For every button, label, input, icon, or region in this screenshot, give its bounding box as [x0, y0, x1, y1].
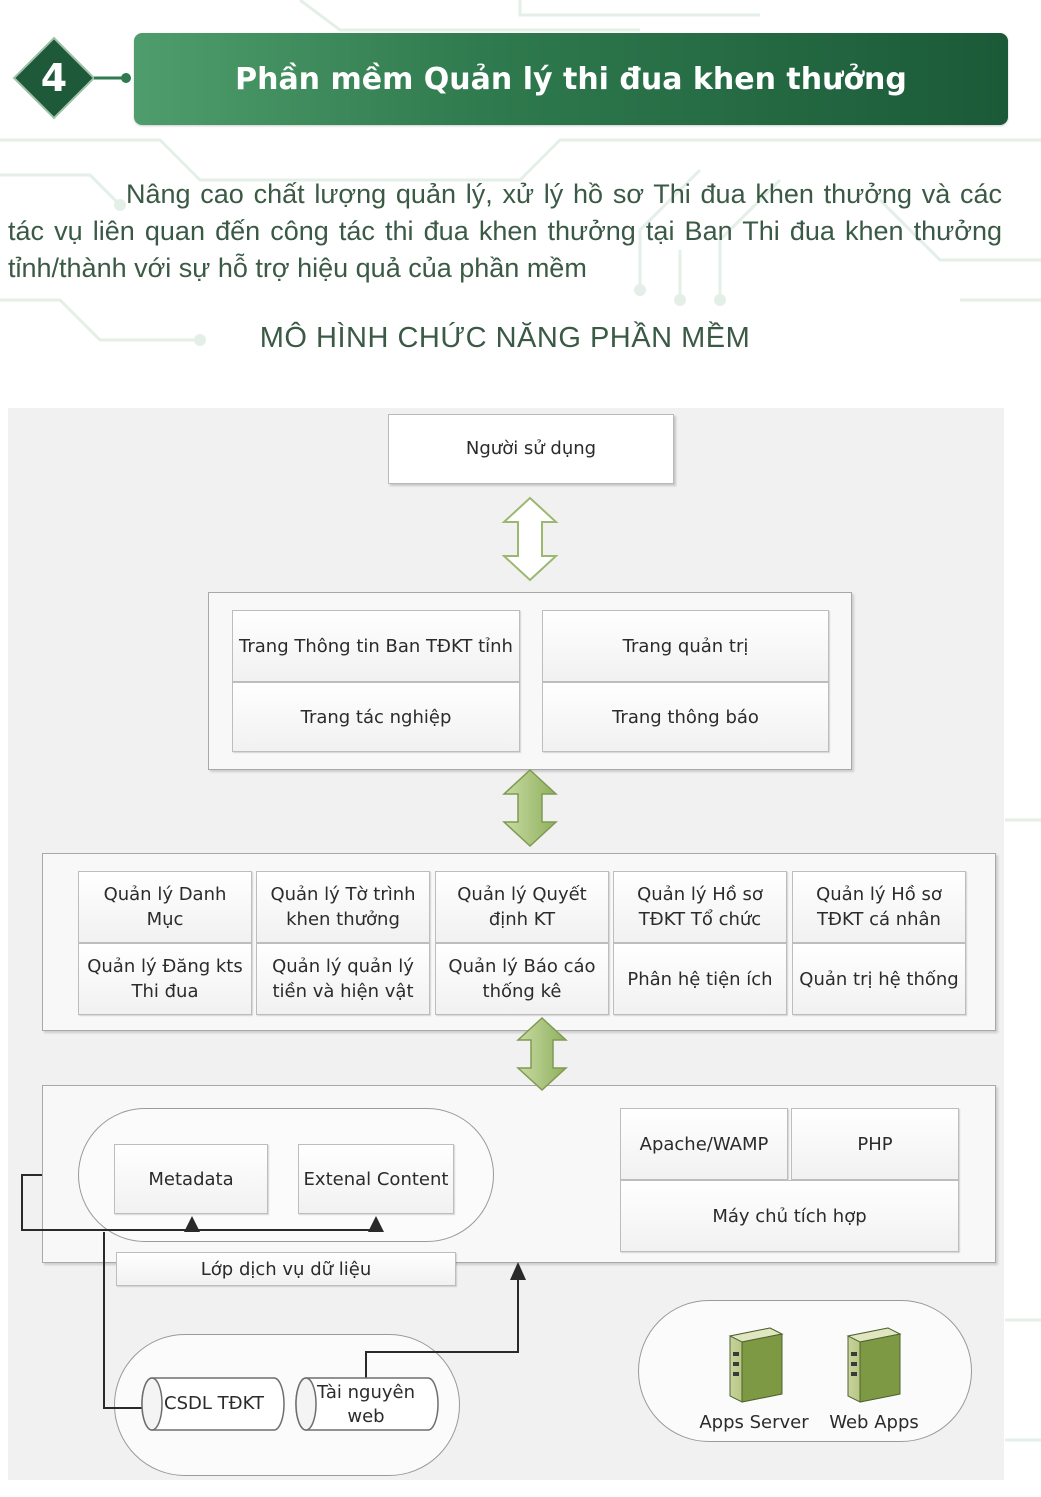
- module-cell: Quản lý quản lý tiền và hiện vật: [256, 943, 430, 1015]
- intro-paragraph: Nâng cao chất lượng quản lý, xử lý hồ sơ…: [8, 179, 1002, 283]
- double-arrow-icon: [516, 1016, 568, 1092]
- module-cell: Quản lý Đăng kts Thi đua: [78, 943, 252, 1015]
- database-cylinder: [141, 1377, 285, 1431]
- module-cell: Quản lý Báo cáo thống kê: [435, 943, 609, 1015]
- user-label: Người sử dụng: [465, 438, 597, 459]
- server-icon: [846, 1327, 902, 1403]
- section-title: Phần mềm Quản lý thi đua khen thưởng: [134, 33, 1008, 125]
- user-box: Người sử dụng: [388, 414, 674, 484]
- section-number: 4: [40, 56, 68, 100]
- database-label: CSDL TĐKT: [164, 1393, 264, 1414]
- metadata-box: Metadata: [114, 1144, 268, 1214]
- module-cell: Quản trị hệ thống: [792, 943, 966, 1015]
- section-number-badge: 4: [12, 36, 131, 120]
- web-resource-cylinder: [295, 1377, 439, 1431]
- module-cell: Quản lý Hồ sơ TĐKT Tổ chức: [613, 871, 787, 943]
- portal-info-page: Trang Thông tin Ban TĐKT tỉnh: [232, 610, 520, 682]
- module-cell: Quản lý Quyết định KT: [435, 871, 609, 943]
- external-content-box: Extenal Content: [298, 1144, 454, 1214]
- module-cell: Quản lý Tờ trình khen thưởng: [256, 871, 430, 943]
- module-cell: Quản lý Hồ sơ TĐKT cá nhân: [792, 871, 966, 943]
- server-icon: [728, 1327, 784, 1403]
- module-cell: Phân hệ tiện ích: [613, 943, 787, 1015]
- double-arrow-icon: [501, 496, 559, 582]
- web-apps-label: Web Apps: [829, 1412, 919, 1433]
- diagram-title: MÔ HÌNH CHỨC NĂNG PHẦN MỀM: [259, 322, 751, 354]
- diamond-connector-icon: [12, 36, 131, 120]
- portal-work-page: Trang tác nghiệp: [232, 682, 520, 752]
- host-server-box: Máy chủ tích hợp: [620, 1180, 959, 1252]
- apps-server-label: Apps Server: [699, 1412, 809, 1433]
- php-box: PHP: [791, 1108, 959, 1180]
- module-cell: Quản lý Danh Mục: [78, 871, 252, 943]
- portal-admin-page: Trang quản trị: [542, 610, 829, 682]
- double-arrow-icon: [502, 768, 558, 848]
- apache-box: Apache/WAMP: [620, 1108, 788, 1180]
- arrow-up-icon: [510, 1262, 526, 1280]
- arrow-up-icon: [184, 1216, 200, 1232]
- web-resource-label: Tài nguyên web: [316, 1382, 416, 1427]
- portal-notice-page: Trang thông báo: [542, 682, 829, 752]
- data-service-label: Lớp dịch vụ dữ liệu: [116, 1252, 456, 1286]
- apps-container: [638, 1300, 972, 1442]
- arrow-up-icon: [368, 1216, 384, 1232]
